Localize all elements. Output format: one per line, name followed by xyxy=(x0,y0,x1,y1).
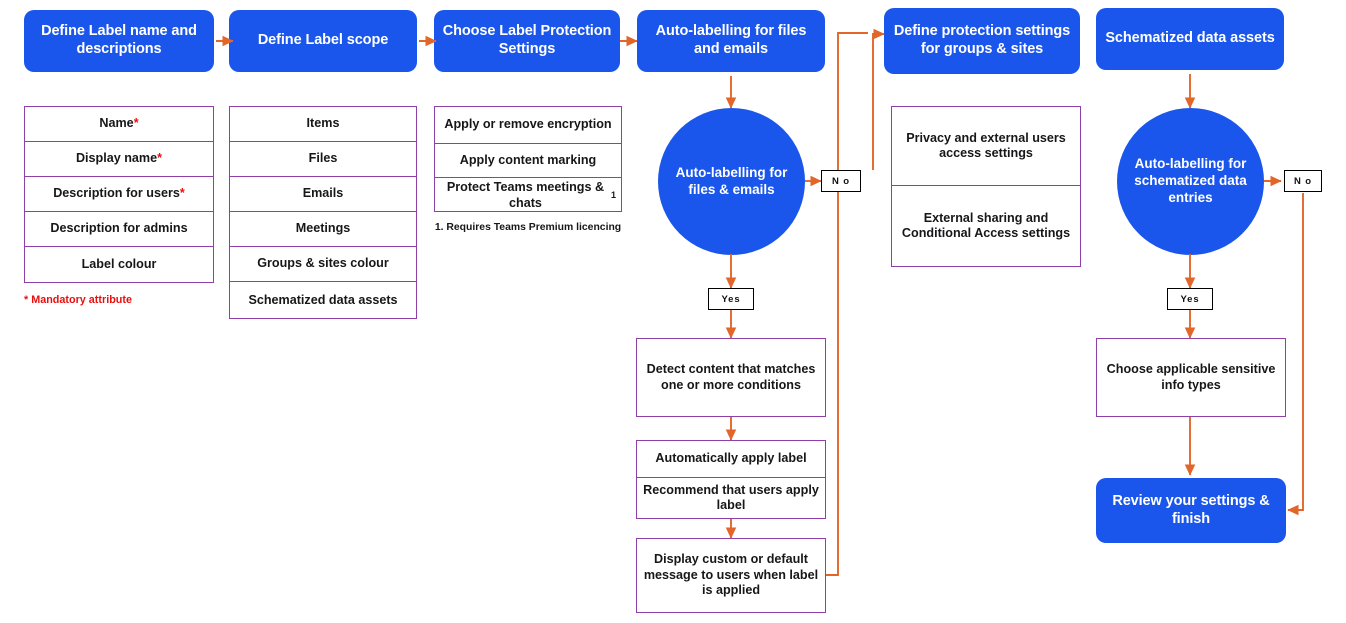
table-row: External sharing and Conditional Access … xyxy=(901,210,1071,240)
table-row: Name* xyxy=(25,107,213,142)
stage-define-protection-groups-sites[interactable]: Define protection settings for groups & … xyxy=(884,8,1080,74)
decision-no-label-schematized: N o xyxy=(1284,170,1322,192)
table-row: Privacy and external users access settin… xyxy=(892,107,1080,186)
mandatory-asterisk: * xyxy=(133,116,139,131)
attribute-label: Label colour xyxy=(81,256,157,271)
attribute-label: Description for users xyxy=(53,186,180,201)
table-row: Label colour xyxy=(25,247,213,282)
apply-label-options-table: Automatically apply label Recommend that… xyxy=(636,440,826,519)
protection-row-label: Protect Teams meetings & chats xyxy=(446,180,605,210)
table-row: Meetings xyxy=(230,212,416,247)
table-row: Emails xyxy=(230,177,416,212)
table-row: Items xyxy=(230,107,416,142)
label-scope-items-table: Items Files Emails Meetings Groups & sit… xyxy=(229,106,417,319)
label-protection-settings-table: Apply or remove encryption Apply content… xyxy=(434,106,622,212)
table-row: Automatically apply label xyxy=(637,441,825,478)
table-row: Description for users* xyxy=(25,177,213,212)
decision-auto-labelling-schematized[interactable]: Auto-labelling for schematized data entr… xyxy=(1117,108,1264,255)
table-row: Description for admins xyxy=(25,212,213,247)
line-display-to-top-gutter xyxy=(826,32,868,576)
decision-yes-label-schematized: Yes xyxy=(1167,288,1213,310)
mandatory-asterisk: * xyxy=(157,151,163,166)
table-row: Groups & sites colour xyxy=(230,247,416,282)
table-row: Apply or remove encryption xyxy=(435,107,621,144)
table-row: Apply content marking xyxy=(435,144,621,178)
process-choose-sensitive-info-types: Choose applicable sensitive info types xyxy=(1096,338,1286,417)
table-row: Recommend that users apply label xyxy=(643,482,819,512)
arrow-no2-to-review xyxy=(1287,193,1304,516)
mandatory-attribute-footnote: * Mandatory attribute xyxy=(24,294,132,306)
decision-yes-label-files: Yes xyxy=(708,288,754,310)
mandatory-asterisk: * xyxy=(179,186,185,201)
terminal-review-settings-finish[interactable]: Review your settings & finish xyxy=(1096,478,1286,543)
table-row: Protect Teams meetings & chats 1 xyxy=(435,178,621,213)
decision-auto-labelling-files-emails[interactable]: Auto-labelling for files & emails xyxy=(658,108,805,255)
stage-schematized-data-assets[interactable]: Schematized data assets xyxy=(1096,8,1284,70)
process-display-message: Display custom or default message to use… xyxy=(636,538,826,613)
arrow-no-to-group-protection xyxy=(872,28,885,170)
label-name-attributes-table: Name* Display name* Description for user… xyxy=(24,106,214,283)
decision-no-label-files: N o xyxy=(821,170,861,192)
table-row: Schematized data assets xyxy=(248,293,398,308)
attribute-label: Display name xyxy=(75,151,158,166)
stage-choose-label-protection[interactable]: Choose Label Protection Settings xyxy=(434,10,620,72)
attribute-label: Name xyxy=(99,116,134,131)
footnote-marker: 1 xyxy=(610,190,616,201)
stage-define-label-name[interactable]: Define Label name and descriptions xyxy=(24,10,214,72)
table-row: Files xyxy=(230,142,416,177)
stage-auto-labelling-files-emails[interactable]: Auto-labelling for files and emails xyxy=(637,10,825,72)
attribute-label: Description for admins xyxy=(50,221,188,236)
teams-premium-footnote: 1. Requires Teams Premium licencing xyxy=(434,222,622,233)
stage-define-label-scope[interactable]: Define Label scope xyxy=(229,10,417,72)
table-row: Display name* xyxy=(25,142,213,177)
group-protection-settings-table: Privacy and external users access settin… xyxy=(891,106,1081,267)
process-detect-content: Detect content that matches one or more … xyxy=(636,338,826,417)
